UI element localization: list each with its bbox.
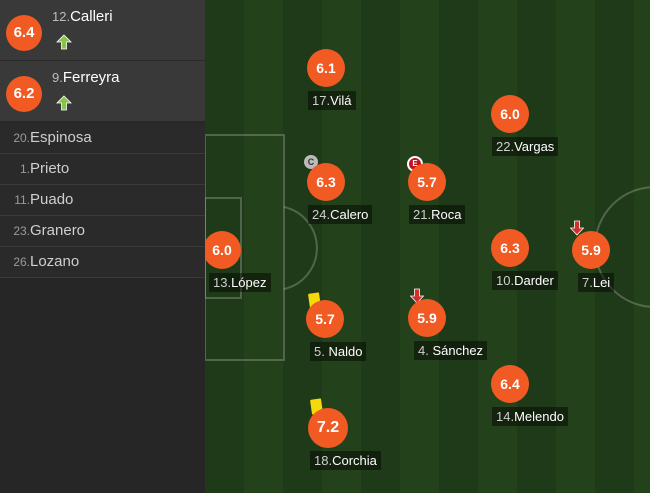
- player-name: Granero: [30, 222, 86, 239]
- player-name: Vargas: [514, 139, 555, 154]
- player-number: 21.: [413, 207, 432, 222]
- bench-row[interactable]: 1.Prieto: [0, 154, 205, 185]
- player-number: 13.: [213, 275, 232, 290]
- rating-badge: 7.2: [308, 408, 348, 448]
- rating-badge: 6.3: [491, 229, 529, 267]
- player-number: 4.: [418, 343, 429, 358]
- player-number: 5.: [314, 344, 325, 359]
- player-name: Lei: [592, 275, 611, 290]
- player-number: 12.: [52, 9, 71, 24]
- rating-badge: 5.9: [408, 299, 446, 337]
- player-label: 13.López: [209, 273, 271, 292]
- rating-badge: 6.1: [307, 49, 345, 87]
- bench-row[interactable]: 11.Puado: [0, 185, 205, 216]
- player-number: 24.: [312, 207, 331, 222]
- bench-row[interactable]: 26.Lozano: [0, 247, 205, 278]
- player-name: López: [231, 275, 267, 290]
- player-name: Naldo: [328, 344, 363, 359]
- player-name: Corchia: [332, 453, 377, 468]
- rating-badge: 6.4: [491, 365, 529, 403]
- sub-off-arrow-icon: [570, 220, 584, 236]
- player-label: 17.Vilá: [308, 91, 356, 110]
- player-number: 17.: [312, 93, 331, 108]
- player-number: 9.: [52, 70, 63, 85]
- player-number: 22.: [496, 139, 515, 154]
- player-name: Darder: [514, 273, 554, 288]
- player-number: 14.: [496, 409, 515, 424]
- player-label: 18.Corchia: [310, 451, 381, 470]
- substitute-row[interactable]: 6.4 12.Calleri: [0, 0, 205, 61]
- player-label: 12.Calleri: [52, 8, 113, 25]
- player-label: 21.Roca: [409, 205, 466, 224]
- player-label: 7.Lei: [578, 273, 615, 292]
- rating-badge: 6.0: [491, 95, 529, 133]
- player-name: Ferreyra: [62, 69, 120, 86]
- player-number: 23.: [13, 224, 30, 238]
- player-label: 4. Sánchez: [414, 341, 488, 360]
- player-name: Melendo: [514, 409, 564, 424]
- bench-row[interactable]: 20.Espinosa: [0, 123, 205, 154]
- player-name: Calero: [330, 207, 369, 222]
- sub-on-arrow-icon: [56, 34, 72, 50]
- player-number: 18.: [314, 453, 333, 468]
- sub-on-arrow-icon: [56, 95, 72, 111]
- rating-badge: 5.9: [572, 231, 610, 269]
- player-name: Sánchez: [432, 343, 484, 358]
- rating-badge: 6.0: [205, 231, 241, 269]
- player-number: 26.: [13, 255, 30, 269]
- player-label: 5. Naldo: [310, 342, 367, 361]
- player-number: 20.: [13, 131, 30, 145]
- rating-badge: 6.4: [6, 15, 42, 51]
- player-name: Vilá: [330, 93, 352, 108]
- lineup-sidebar: 6.4 12.Calleri 6.2 9.Ferreyra 20.Espinos…: [0, 0, 205, 493]
- player-name: Roca: [431, 207, 462, 222]
- rating-badge: 6.3: [307, 163, 345, 201]
- rating-badge: 5.7: [408, 163, 446, 201]
- player-name: Puado: [30, 191, 74, 208]
- player-name: Calleri: [70, 8, 113, 25]
- player-label: 22.Vargas: [492, 137, 559, 156]
- rating-badge: 6.2: [6, 76, 42, 112]
- substitute-row[interactable]: 6.2 9.Ferreyra: [0, 61, 205, 122]
- player-number: 1.: [19, 162, 30, 176]
- player-label: 14.Melendo: [492, 407, 568, 426]
- player-number: 11.: [14, 193, 30, 207]
- bench-row[interactable]: 23.Granero: [0, 216, 205, 247]
- rating-badge: 5.7: [306, 300, 344, 338]
- player-name: Prieto: [30, 160, 70, 177]
- player-name: Lozano: [30, 253, 80, 270]
- player-label: 9.Ferreyra: [52, 69, 120, 86]
- pitch: 6.1 17.Vilá 6.0 22.Vargas C 6.3 24.Caler…: [205, 0, 650, 493]
- player-label: 24.Calero: [308, 205, 373, 224]
- player-number: 7.: [582, 275, 593, 290]
- player-number: 10.: [496, 273, 515, 288]
- player-label: 10.Darder: [492, 271, 558, 290]
- player-name: Espinosa: [30, 129, 92, 146]
